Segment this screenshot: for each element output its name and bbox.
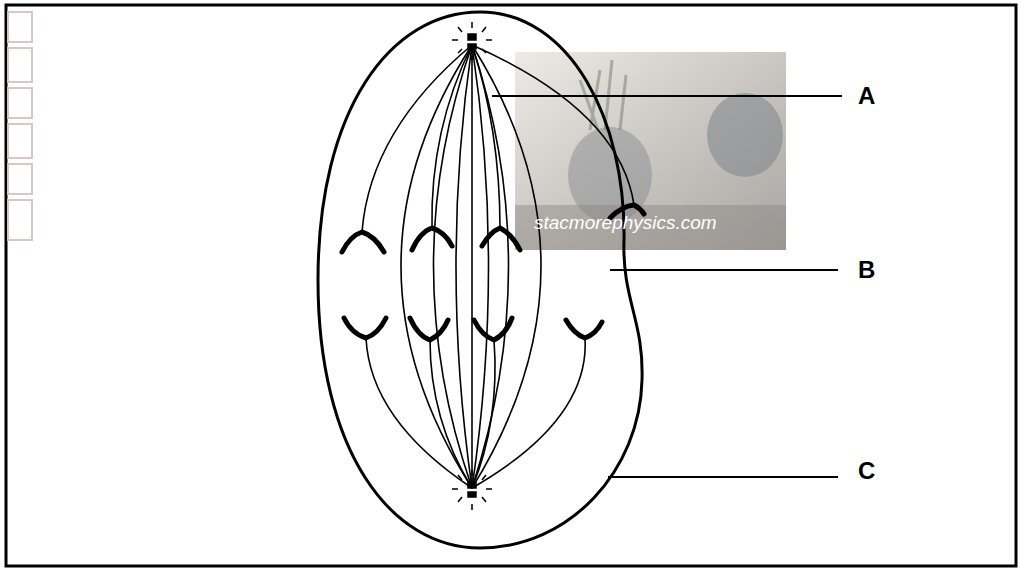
centriole: [452, 470, 492, 510]
frame: [6, 5, 1016, 566]
part-label: C: [858, 457, 875, 485]
side-logo: [8, 12, 32, 240]
centriole: [452, 22, 492, 60]
part-label: A: [858, 82, 875, 110]
watermark-photo: [515, 52, 786, 250]
cell-membrane: [318, 12, 642, 548]
leader-line: [492, 96, 842, 477]
spindle-fibres: [362, 45, 634, 488]
part-label: B: [858, 256, 875, 284]
watermark: stacmorephysics.com: [534, 212, 717, 234]
